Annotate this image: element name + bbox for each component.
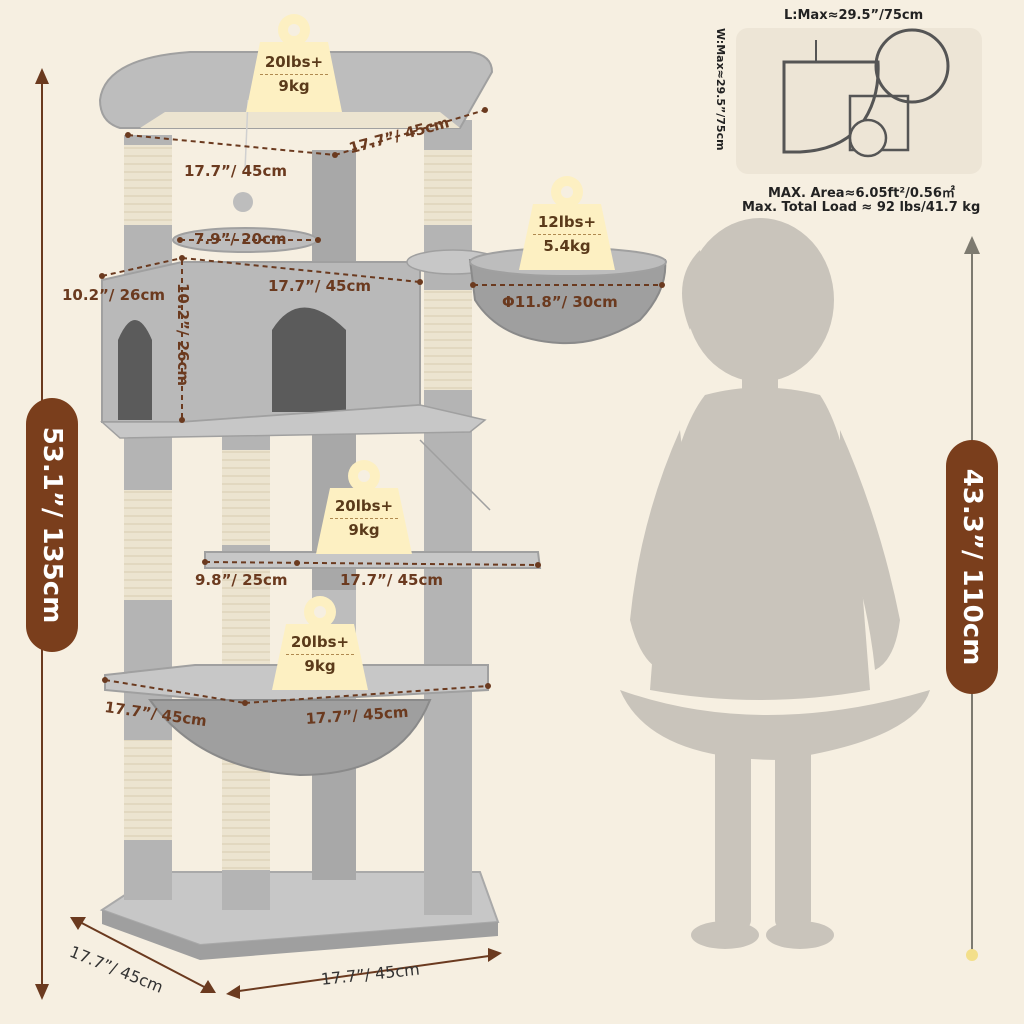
footprint-load: Max. Total Load ≈ 92 lbs/41.7 kg	[742, 200, 981, 215]
condo-width-dimension: 17.7”/ 45cm	[268, 277, 371, 295]
middle-depth-dimension: 9.8”/ 25cm	[195, 571, 288, 589]
weight-tag-top: 20lbs+ 9kg	[246, 52, 342, 97]
weight-tag-basket: 12lbs+ 5.4kg	[519, 212, 615, 257]
weight-tag-shapes	[246, 14, 615, 690]
weight-lbs: 20lbs+	[290, 633, 350, 651]
child-height-label: 43.3”/ 110cm	[957, 468, 987, 666]
footprint-length: L:Max≈29.5”/75cm	[784, 8, 924, 23]
total-height-label: 53.1”/ 135cm	[37, 426, 67, 624]
weight-lbs: 20lbs+	[264, 53, 324, 71]
condo-height-dimension: 10.2”/ 26cm	[174, 283, 192, 386]
footprint-area: MAX. Area≈6.05ft²/0.56㎡	[768, 186, 955, 201]
right-post	[424, 120, 472, 915]
weight-tag-middle: 20lbs+ 9kg	[316, 496, 412, 541]
dimension-dots	[99, 107, 665, 706]
ball-platform-dimension: 7.9”/ 20cm	[194, 230, 287, 248]
child-silhouette	[620, 218, 930, 949]
child-height-badge: 43.3”/ 110cm	[946, 440, 998, 694]
basket-dimension: Φ11.8”/ 30cm	[502, 293, 618, 311]
weight-kg: 9kg	[278, 77, 310, 95]
footprint-panel	[736, 28, 982, 174]
footprint-width: W:Max≈29.5”/75cm	[714, 28, 727, 151]
condo-depth-dimension: 10.2”/ 26cm	[62, 286, 165, 304]
weight-kg: 5.4kg	[543, 237, 591, 255]
weight-kg: 9kg	[304, 657, 336, 675]
base-arrows	[70, 917, 502, 999]
weight-lbs: 20lbs+	[334, 497, 394, 515]
middle-width-dimension: 17.7”/ 45cm	[340, 571, 443, 589]
weight-lbs: 12lbs+	[537, 213, 597, 231]
dimension-lines	[101, 109, 662, 704]
left-post	[124, 135, 172, 900]
top-left-dimension: 17.7”/ 45cm	[184, 162, 287, 180]
weight-tag-hammock: 20lbs+ 9kg	[272, 632, 368, 677]
weight-kg: 9kg	[348, 521, 380, 539]
total-height-badge: 53.1”/ 135cm	[26, 398, 78, 652]
